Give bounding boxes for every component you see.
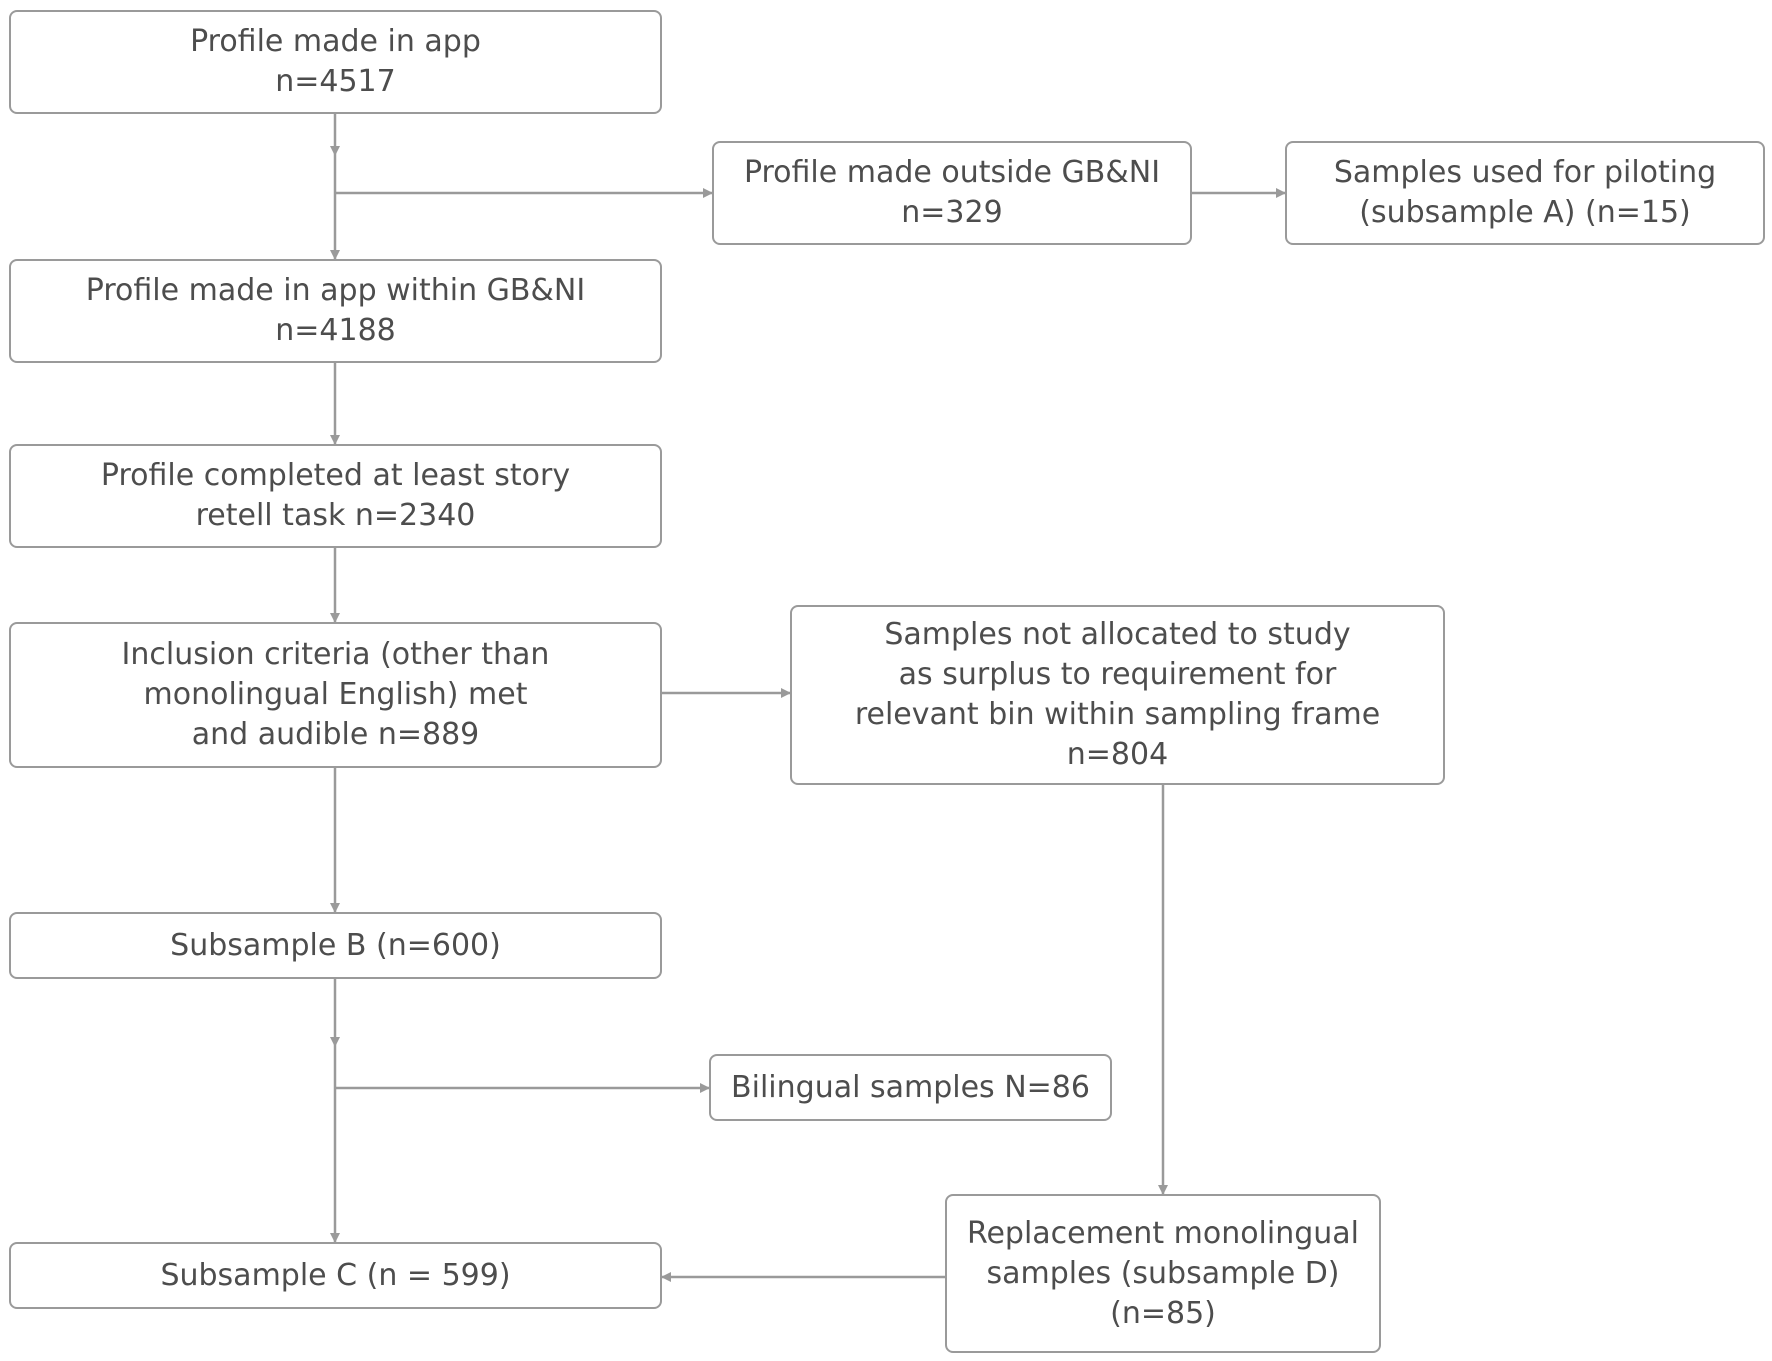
- box-within-gbni: Profile made in app within GB&NI n=4188: [9, 259, 662, 363]
- box-piloting: Samples used for piloting (subsample A) (…: [1285, 141, 1765, 245]
- box-inclusion: Inclusion criteria (other than monolingua…: [9, 622, 662, 768]
- box-line: Replacement monolingual: [966, 1215, 1360, 1251]
- box-line: and audible n=889: [191, 717, 480, 752]
- box-line: (subsample A) (n=15): [1359, 195, 1691, 230]
- box-bilingual: Bilingual samples N=86: [709, 1054, 1112, 1121]
- box-line: Profile made outside GB&NI: [743, 155, 1161, 190]
- box-line: relevant bin within sampling frame: [854, 697, 1381, 732]
- box-line: Subsample B (n=600): [170, 927, 501, 963]
- box-line: samples (subsample D): [986, 1255, 1340, 1291]
- box-outside-gbni: Profile made outside GB&NI n=329: [712, 141, 1192, 245]
- box-line: retell task n=2340: [195, 498, 476, 533]
- box-line: as surplus to requirement for: [898, 657, 1337, 692]
- box-story-retell: Profile completed at least story retell t…: [9, 444, 662, 548]
- box-line: n=4517: [275, 64, 396, 99]
- box-line: Profile made in app: [190, 24, 481, 59]
- box-line: (n=85): [1110, 1295, 1216, 1331]
- box-profile-app: Profile made in app n=4517: [9, 10, 662, 114]
- box-line: Samples used for piloting: [1333, 155, 1717, 190]
- box-line: n=4188: [275, 313, 396, 348]
- box-line: n=329: [901, 195, 1003, 230]
- box-line: Subsample C (n = 599): [160, 1257, 511, 1293]
- box-line: n=804: [1066, 737, 1169, 772]
- box-line: Profile completed at least story: [100, 458, 571, 493]
- box-not-allocated: Samples not allocated to study as surplus…: [790, 605, 1445, 785]
- box-line: Profile made in app within GB&NI: [85, 273, 586, 308]
- box-line: monolingual English) met: [143, 677, 528, 712]
- box-line: Bilingual samples N=86: [731, 1069, 1090, 1105]
- box-subsample-b: Subsample B (n=600): [9, 912, 662, 979]
- box-line: Samples not allocated to study: [884, 617, 1351, 652]
- box-subsample-c: Subsample C (n = 599): [9, 1242, 662, 1309]
- box-line: Inclusion criteria (other than: [121, 637, 550, 672]
- box-replacement: Replacement monolingual samples (subsampl…: [945, 1194, 1381, 1353]
